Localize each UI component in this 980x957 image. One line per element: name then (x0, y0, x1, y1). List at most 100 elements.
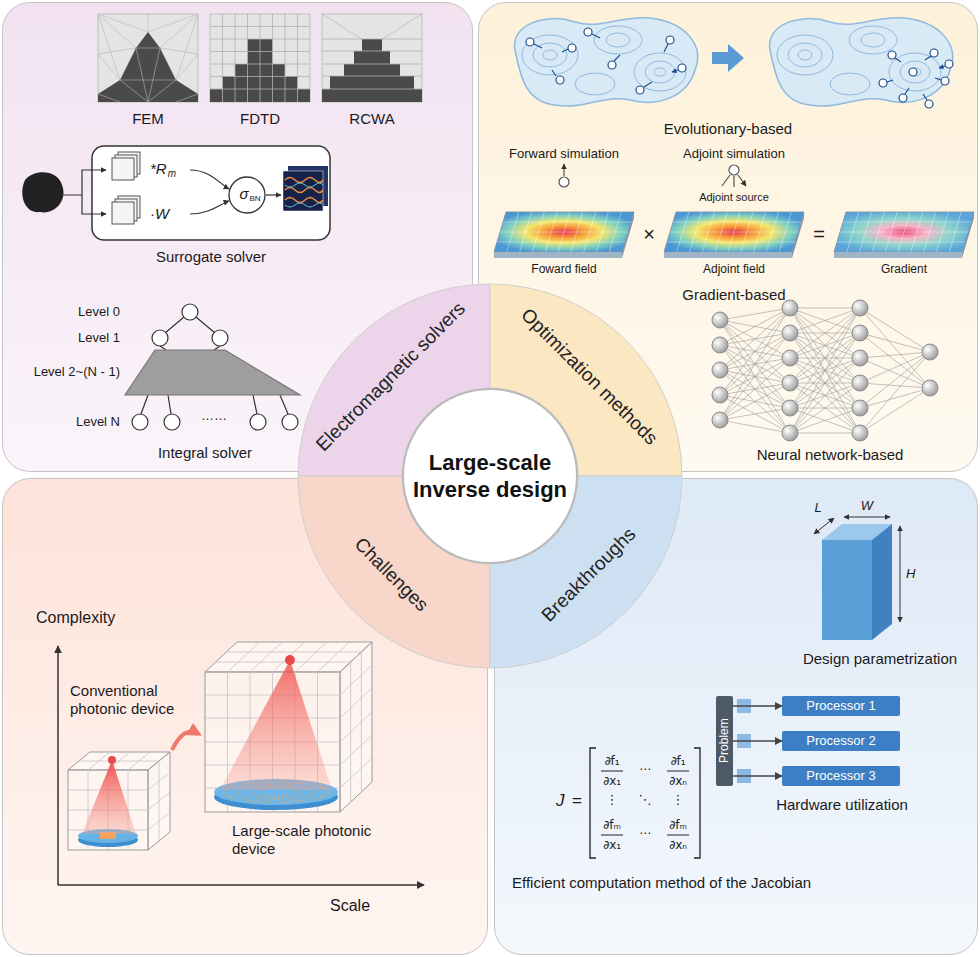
caption: Evolutionary-based (664, 120, 792, 138)
adjoint-method (559, 177, 569, 187)
neural-network (720, 308, 930, 433)
caption: Gradient-based (682, 286, 785, 304)
label: BN (250, 194, 261, 204)
population (925, 100, 933, 108)
process-box: Processor 1 (782, 696, 900, 716)
label: J (556, 791, 565, 811)
text-anchor: Adjoint source (699, 191, 769, 204)
text-anchor: ∂fₘ (603, 818, 621, 832)
text-anchor: ∂f₁ (670, 754, 685, 768)
fem-mesh (98, 14, 198, 102)
matrix-brackets (590, 748, 700, 858)
adjoint-method (494, 164, 974, 258)
adjoint-method (563, 164, 564, 176)
population (526, 38, 534, 46)
center-circle: Large-scale Inverse design (402, 388, 578, 564)
population (666, 36, 674, 44)
neural-network (782, 300, 798, 316)
large-scale-device (205, 642, 372, 812)
surrogate-solver (62, 170, 106, 195)
text-anchor: ⋯ (639, 826, 651, 840)
surrogate-solver (266, 194, 281, 195)
conventional-device (68, 752, 170, 850)
connector-arrow (733, 740, 782, 741)
neural-network (782, 400, 798, 416)
population (678, 64, 686, 72)
label: Adjoint field (703, 262, 765, 276)
process-box: Processor 2 (782, 731, 900, 751)
population (909, 68, 917, 76)
label: ⋮ (672, 792, 685, 808)
design-box (822, 540, 872, 640)
population (568, 44, 576, 52)
neural-network (712, 312, 728, 328)
text-anchor: Conventional photonic device (70, 682, 200, 718)
text-anchor: ∂f₁ (604, 754, 619, 768)
label: Foward field (531, 262, 596, 276)
box-label: Problem (718, 719, 731, 764)
transition-arrow (712, 44, 744, 72)
design-box (814, 518, 834, 534)
text-anchor: Efficient computation method of the Jaco… (512, 874, 811, 892)
field-slab (834, 212, 974, 258)
contour-map (515, 18, 698, 106)
axes (58, 884, 424, 886)
center-title: Large-scale Inverse design (412, 449, 568, 504)
neural-network (852, 300, 868, 316)
label: = (813, 222, 825, 246)
text-anchor: m (168, 168, 176, 180)
integral-tree (282, 414, 298, 430)
surrogate-solver (283, 171, 323, 211)
adjoint-method (729, 165, 739, 175)
label: ∂f₁ (670, 754, 685, 768)
text-anchor: ⋯ (639, 762, 651, 776)
text-anchor: × (643, 222, 655, 246)
adjoint-method (722, 175, 746, 187)
text-anchor: L (814, 500, 821, 516)
rcwa-layers (322, 14, 422, 39)
integral-tree (250, 414, 266, 430)
text-anchor: = (813, 222, 825, 246)
label: ·W (150, 205, 169, 223)
text-anchor: ⋱ (639, 792, 652, 808)
neural-network (712, 387, 728, 403)
matrix-brackets (694, 748, 700, 858)
rcwa-layers (322, 39, 422, 89)
scale-up-arrow (172, 731, 197, 750)
integral-tree (164, 414, 180, 430)
caption: Large-scale photonic device (232, 822, 372, 858)
text-anchor: FDTD (240, 110, 280, 128)
neural-network (852, 400, 868, 416)
label: *R (150, 160, 167, 178)
neural-network (782, 350, 798, 366)
surrogate-solver (285, 183, 323, 207)
design-box (844, 517, 890, 518)
text-anchor: Breakthroughs (589, 575, 713, 598)
design-box (872, 524, 892, 640)
text-anchor: FEM (132, 110, 164, 128)
text-anchor: = (572, 791, 582, 811)
population (608, 61, 616, 69)
population (887, 56, 945, 100)
population (584, 28, 592, 36)
label: Adjoint simulation (683, 146, 785, 162)
rcwa-layers (322, 14, 422, 102)
fdtd-grid (210, 14, 310, 102)
neural-network (782, 425, 798, 441)
text-anchor: BN (250, 194, 261, 204)
label: = (572, 791, 582, 811)
population (556, 76, 564, 84)
connector-arrow (733, 705, 782, 706)
text-anchor: ∂x₁ (603, 774, 621, 788)
caption: Integral solver (158, 444, 252, 462)
surrogate-solver (190, 170, 229, 189)
text-anchor: J (556, 791, 565, 811)
integral-tree (152, 330, 168, 346)
surrogate-solver (92, 146, 330, 240)
text-anchor: Forward simulation (509, 146, 619, 162)
neural-network (712, 300, 938, 441)
text-anchor: Level 2~(N - 1) (34, 364, 120, 380)
label: ⋮ (606, 792, 619, 808)
surrogate-solver (82, 195, 106, 214)
label: ∂f₁ (604, 754, 619, 768)
